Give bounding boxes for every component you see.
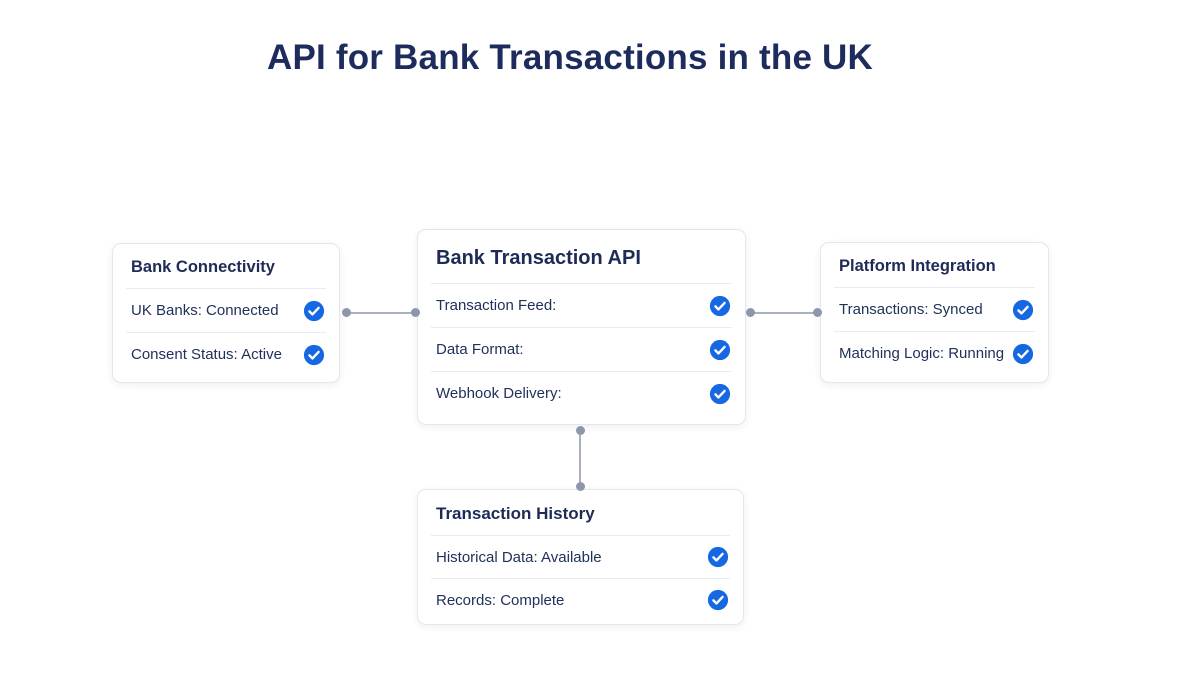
card-bank-connectivity: Bank Connectivity UK Banks: Connected Co… [112, 243, 340, 383]
divider [431, 578, 730, 579]
connector-dot [575, 426, 585, 435]
connector-dot [746, 308, 755, 317]
list-item: Consent Status: Active [113, 333, 339, 376]
list-item: Webhook Delivery: [418, 372, 745, 415]
connector-right [750, 312, 817, 314]
connector-dot [411, 308, 420, 317]
page-title: API for Bank Transactions in the UK [267, 38, 873, 77]
item-label: Consent Status: Active [131, 346, 282, 363]
check-circle-icon [709, 339, 731, 360]
list-item: Data Format: [418, 328, 745, 371]
item-label: Transactions: Synced [839, 301, 983, 318]
item-label: Data Format: [436, 341, 524, 358]
connector-dot [813, 308, 822, 317]
check-circle-icon [707, 589, 729, 611]
connector-dot [342, 308, 351, 317]
item-label: Records: Complete [436, 591, 565, 609]
card-bank-transaction-api-title: Bank Transaction API [436, 247, 641, 269]
item-label: Webhook Delivery: [436, 385, 562, 402]
divider [126, 288, 326, 289]
card-transaction-history-title: Transaction History [436, 504, 595, 523]
divider [431, 371, 732, 372]
card-platform-integration: Platform Integration Transactions: Synce… [820, 242, 1049, 383]
connector-left [346, 312, 415, 314]
divider [431, 535, 730, 536]
list-item: Transactions: Synced [821, 288, 1048, 331]
item-label: UK Banks: Connected [131, 302, 279, 319]
card-platform-integration-title: Platform Integration [839, 257, 996, 275]
check-circle-icon [709, 295, 731, 316]
divider [834, 331, 1035, 332]
connector-dot [575, 482, 585, 491]
divider [431, 327, 732, 328]
card-bank-connectivity-title: Bank Connectivity [131, 258, 275, 276]
divider [431, 283, 732, 284]
check-circle-icon [709, 383, 731, 404]
list-item: UK Banks: Connected [113, 289, 339, 332]
divider [834, 287, 1035, 288]
check-circle-icon [303, 300, 325, 321]
divider [126, 332, 326, 333]
item-label: Historical Data: Available [436, 548, 602, 566]
list-item: Transaction Feed: [418, 284, 745, 327]
list-item: Matching Logic: Running [821, 332, 1048, 375]
list-item: Records: Complete [418, 579, 743, 621]
list-item: Historical Data: Available [418, 536, 743, 578]
connector-down [579, 429, 581, 486]
item-label: Transaction Feed: [436, 297, 557, 314]
check-circle-icon [1012, 343, 1034, 364]
check-circle-icon [303, 344, 325, 365]
card-bank-transaction-api: Bank Transaction API Transaction Feed: D… [417, 229, 746, 425]
card-transaction-history: Transaction History Historical Data: Ava… [417, 489, 744, 625]
check-circle-icon [1012, 299, 1034, 320]
item-label: Matching Logic: Running [839, 345, 1005, 362]
check-circle-icon [707, 546, 729, 568]
